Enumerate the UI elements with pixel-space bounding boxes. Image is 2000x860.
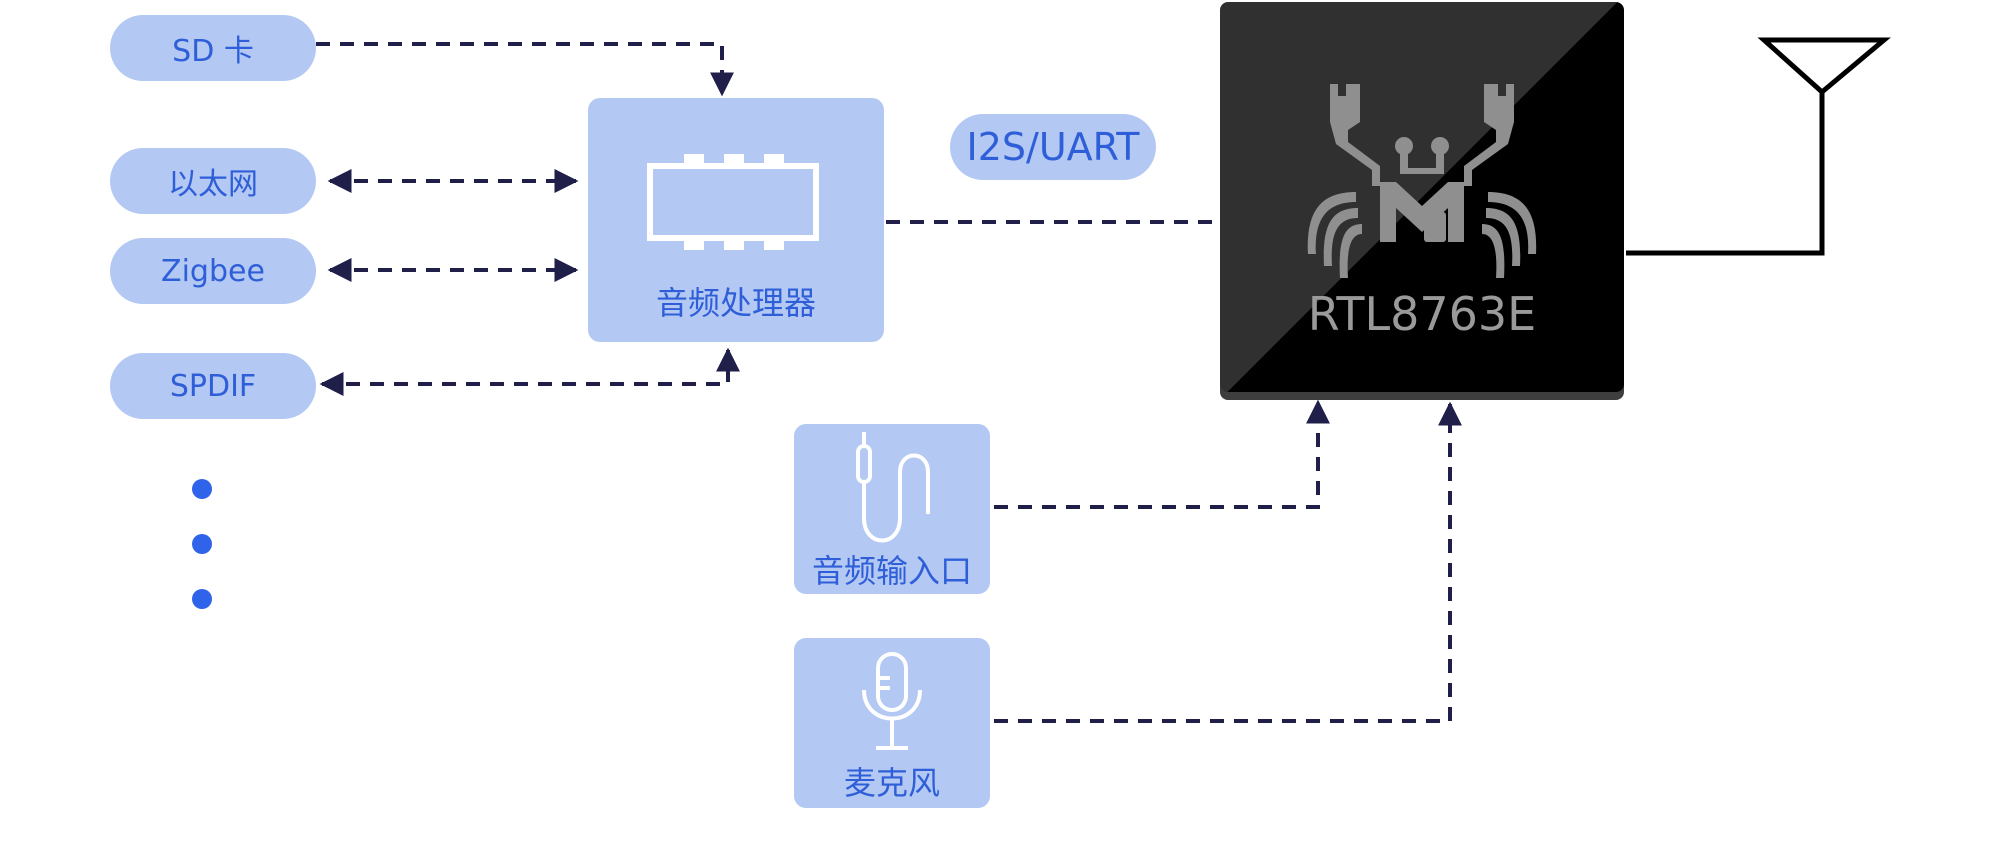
sd-card-node: SD 卡 (110, 15, 316, 81)
microphone-icon (862, 652, 922, 750)
chip-icon (647, 154, 819, 250)
antenna-icon (1626, 37, 1891, 256)
audio-input-label: 音频输入口 (811, 552, 972, 590)
main-chip-label: RTL8763E (1307, 287, 1537, 341)
audio-input-link (994, 399, 1330, 509)
more-dot (192, 534, 212, 554)
main-chip: RTL8763E (1220, 2, 1624, 392)
ethernet-label: 以太网 (168, 167, 258, 202)
zigbee-node: Zigbee (110, 238, 316, 304)
ethernet-node: 以太网 (110, 148, 316, 214)
realtek-crab-logo (1307, 84, 1537, 278)
audio-processor-label: 音频处理器 (655, 284, 816, 322)
interface-tag: I2S/UART (950, 114, 1156, 180)
microphone-label: 麦克风 (843, 764, 940, 802)
zigbee-label: Zigbee (161, 253, 265, 289)
spdif-node: SPDIF (110, 353, 316, 419)
more-dot (192, 589, 212, 609)
spdif-label: SPDIF (169, 368, 257, 404)
microphone-node: 麦克风 (794, 638, 990, 808)
audio-cable-icon (856, 432, 930, 543)
audio-input-node: 音频输入口 (794, 424, 990, 594)
sd-card-label: SD 卡 (172, 34, 254, 69)
interface-tag-label: I2S/UART (966, 125, 1140, 169)
more-dot (192, 479, 212, 499)
spdif-link (319, 347, 740, 396)
microphone-link (994, 401, 1462, 723)
audio-processor-node: 音频处理器 (588, 98, 884, 342)
sd-card-link (316, 42, 734, 97)
